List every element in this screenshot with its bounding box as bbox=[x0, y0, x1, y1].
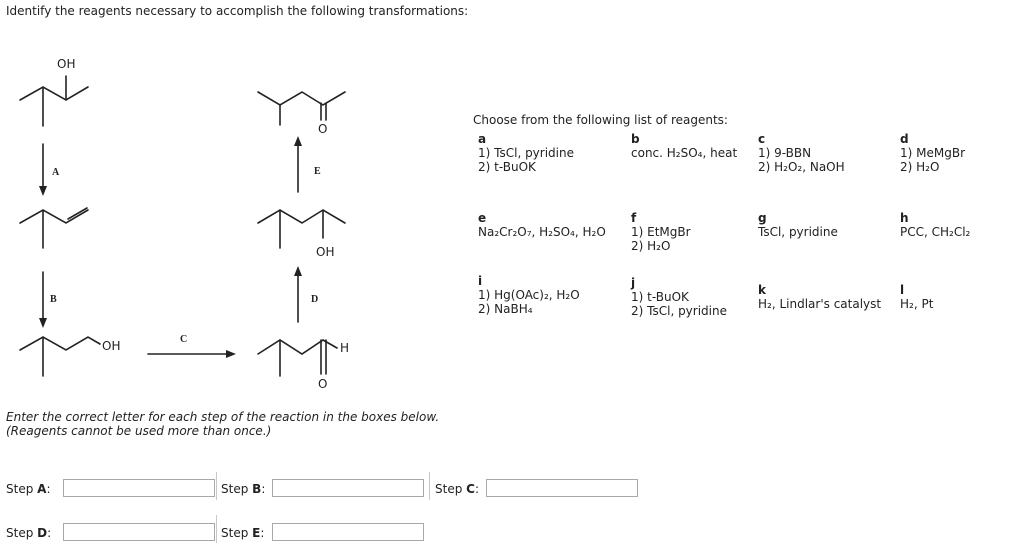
molecule-alkene bbox=[19, 207, 89, 249]
reagent-letter: j bbox=[631, 276, 636, 290]
reagent-line: 2) H₂O₂, NaOH bbox=[758, 160, 845, 174]
step-a-row: Step A: bbox=[6, 479, 215, 497]
arrow-a: A bbox=[39, 143, 60, 196]
reagent-line: 2) H₂O bbox=[900, 160, 940, 174]
oh-label: OH bbox=[57, 57, 75, 71]
molecule-ketone: O bbox=[257, 91, 346, 136]
reagent-line: conc. H₂SO₄, heat bbox=[631, 146, 738, 160]
molecule-tertiary-alcohol: OH bbox=[19, 57, 89, 127]
step-d-row: Step D: bbox=[6, 523, 215, 541]
arrow-d: D bbox=[294, 266, 318, 323]
reagent-d: d 1) MeMgBr 2) H₂O bbox=[900, 132, 965, 174]
oh-label: OH bbox=[316, 245, 334, 259]
oh-label: OH bbox=[102, 339, 120, 353]
reagent-i: i 1) Hg(OAc)₂, H₂O 2) NaBH₄ bbox=[478, 274, 580, 316]
molecule-secondary-alcohol: OH bbox=[257, 209, 346, 259]
reagent-line: H₂, Pt bbox=[900, 297, 934, 311]
reagent-f: f 1) EtMgBr 2) H₂O bbox=[631, 211, 691, 253]
reagents-heading: Choose from the following list of reagen… bbox=[473, 113, 728, 127]
reagent-letter: h bbox=[900, 211, 909, 225]
reagent-line: PCC, CH₂Cl₂ bbox=[900, 225, 971, 239]
step-b-label: Step B: bbox=[221, 482, 266, 496]
reagent-h: h PCC, CH₂Cl₂ bbox=[900, 211, 970, 239]
reagent-line: 2) H₂O bbox=[631, 239, 671, 253]
reagent-line: 2) NaBH₄ bbox=[478, 302, 533, 316]
reagent-line: TsCl, pyridine bbox=[758, 225, 838, 239]
step-c-input[interactable] bbox=[486, 479, 638, 497]
reagent-a: a 1) TsCl, pyridine 2) t-BuOK bbox=[478, 132, 574, 174]
reagent-letter: g bbox=[758, 211, 767, 225]
arrow-label-b: B bbox=[50, 294, 57, 305]
reagent-b: b conc. H₂SO₄, heat bbox=[631, 132, 737, 160]
arrow-label-e: E bbox=[314, 166, 321, 177]
step-e-input[interactable] bbox=[272, 523, 424, 541]
reagent-letter: c bbox=[758, 132, 766, 146]
step-c-row: Step C: bbox=[435, 479, 638, 497]
arrow-label-d: D bbox=[311, 294, 318, 305]
arrow-e: E bbox=[294, 136, 321, 193]
step-e-label: Step E: bbox=[221, 526, 265, 540]
divider bbox=[216, 472, 217, 500]
step-e-row: Step E: bbox=[221, 523, 424, 541]
reagent-letter: k bbox=[758, 283, 766, 297]
step-b-row: Step B: bbox=[221, 479, 424, 497]
arrow-c: C bbox=[147, 334, 236, 358]
step-d-label: Step D: bbox=[6, 526, 52, 540]
reagent-letter: a bbox=[478, 132, 487, 146]
arrow-b: B bbox=[39, 271, 57, 328]
step-a-label: Step A: bbox=[6, 482, 51, 496]
reagent-line: 1) 9-BBN bbox=[758, 146, 812, 160]
o-label: O bbox=[318, 122, 327, 136]
divider bbox=[429, 472, 430, 500]
reagent-e: e Na₂Cr₂O₇, H₂SO₄, H₂O bbox=[478, 211, 606, 239]
step-c-label: Step C: bbox=[435, 482, 480, 496]
reagent-k: k H₂, Lindlar's catalyst bbox=[758, 283, 881, 311]
reagent-letter: e bbox=[478, 211, 487, 225]
reagent-line: 1) EtMgBr bbox=[631, 225, 691, 239]
reagent-line: 1) MeMgBr bbox=[900, 146, 966, 160]
reagent-letter: l bbox=[900, 283, 905, 297]
instructions: Enter the correct letter for each step o… bbox=[6, 410, 439, 438]
o-label: O bbox=[318, 377, 327, 391]
question-text: Identify the reagents necessary to accom… bbox=[6, 4, 469, 18]
molecule-aldehyde: H O bbox=[257, 339, 349, 391]
instructions-line-1: Enter the correct letter for each step o… bbox=[6, 410, 440, 424]
h-label: H bbox=[340, 341, 349, 355]
arrow-label-c: C bbox=[180, 334, 187, 345]
reagent-letter: d bbox=[900, 132, 909, 146]
reagent-line: 1) Hg(OAc)₂, H₂O bbox=[478, 288, 580, 302]
arrow-label-a: A bbox=[52, 167, 60, 178]
reagent-letter: b bbox=[631, 132, 640, 146]
step-d-input[interactable] bbox=[63, 523, 215, 541]
step-a-input[interactable] bbox=[63, 479, 215, 497]
reagent-line: Na₂Cr₂O₇, H₂SO₄, H₂O bbox=[478, 225, 606, 239]
molecule-primary-alcohol: OH bbox=[19, 336, 120, 377]
reagent-j: j 1) t-BuOK 2) TsCl, pyridine bbox=[631, 276, 727, 318]
reagent-letter: i bbox=[478, 274, 483, 288]
reagent-c: c 1) 9-BBN 2) H₂O₂, NaOH bbox=[758, 132, 845, 174]
step-b-input[interactable] bbox=[272, 479, 424, 497]
reagent-line: 2) TsCl, pyridine bbox=[631, 304, 727, 318]
reagent-letter: f bbox=[631, 211, 637, 225]
reagent-line: 1) TsCl, pyridine bbox=[478, 146, 574, 160]
reagent-line: 2) t-BuOK bbox=[478, 160, 536, 174]
reagent-line: 1) t-BuOK bbox=[631, 290, 689, 304]
reagent-line: H₂, Lindlar's catalyst bbox=[758, 297, 882, 311]
divider bbox=[216, 515, 217, 543]
reaction-scheme: OH A B OH C bbox=[0, 40, 470, 403]
reagent-g: g TsCl, pyridine bbox=[758, 211, 838, 239]
reagent-l: l H₂, Pt bbox=[900, 283, 933, 311]
instructions-line-2: (Reagents cannot be used more than once.… bbox=[6, 424, 272, 438]
